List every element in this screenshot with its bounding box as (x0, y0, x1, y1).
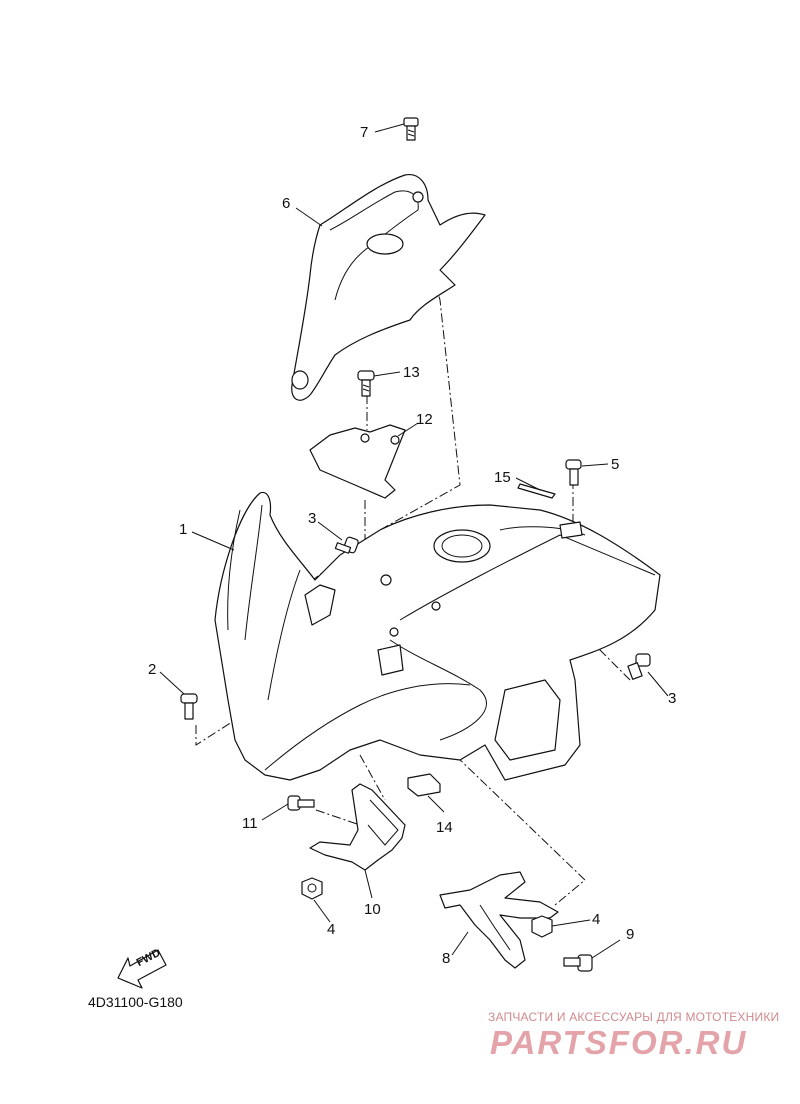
screw-part-7 (403, 117, 419, 141)
watermark-tagline: ЗАПЧАСТИ И АКСЕССУАРЫ ДЛЯ МОТОТЕХНИКИ (488, 1010, 780, 1024)
nut-part-4-left (301, 877, 323, 900)
callout-8: 8 (442, 950, 450, 967)
front-upper-cover-part-6 (291, 173, 486, 401)
callout-4-left: 4 (327, 921, 335, 938)
callout-6: 6 (282, 195, 290, 212)
callout-10: 10 (364, 901, 381, 918)
watermark-logo: PARTSFOR.RU (490, 1024, 748, 1061)
screw-part-13 (357, 370, 375, 397)
bracket-part-12 (309, 424, 406, 499)
bracket-part-8 (439, 871, 559, 969)
callout-12: 12 (416, 411, 433, 428)
callout-5: 5 (611, 456, 619, 473)
screw-part-5 (565, 459, 582, 486)
screw-part-3-right (627, 653, 651, 680)
pad-part-15 (517, 483, 556, 499)
screw-part-3-left (334, 536, 359, 554)
callout-numbers: 7 6 13 12 15 5 3 1 2 3 11 14 10 4 4 9 8 (148, 124, 676, 967)
callout-11: 11 (242, 815, 258, 832)
block-part-14 (407, 773, 441, 797)
callout-4-right: 4 (592, 911, 600, 928)
bracket-part-10 (309, 783, 406, 871)
callout-3-right: 3 (668, 690, 676, 707)
callout-leaders (159, 123, 669, 959)
callout-13: 13 (403, 364, 420, 381)
callout-15: 15 (494, 469, 511, 486)
screw-part-9 (563, 954, 593, 972)
callout-3-left: 3 (308, 510, 316, 527)
callout-1: 1 (179, 521, 187, 538)
callout-14: 14 (436, 819, 453, 836)
callout-2: 2 (148, 661, 156, 678)
diagram-code: 4D31100-G180 (88, 994, 183, 1010)
nut-part-4-right (531, 915, 553, 938)
callout-7: 7 (360, 124, 368, 141)
front-fender-part-1 (214, 491, 661, 781)
screw-part-11 (287, 795, 315, 811)
callout-9: 9 (626, 926, 634, 943)
forward-direction-arrow-icon (117, 949, 167, 989)
screw-part-2 (180, 693, 198, 720)
